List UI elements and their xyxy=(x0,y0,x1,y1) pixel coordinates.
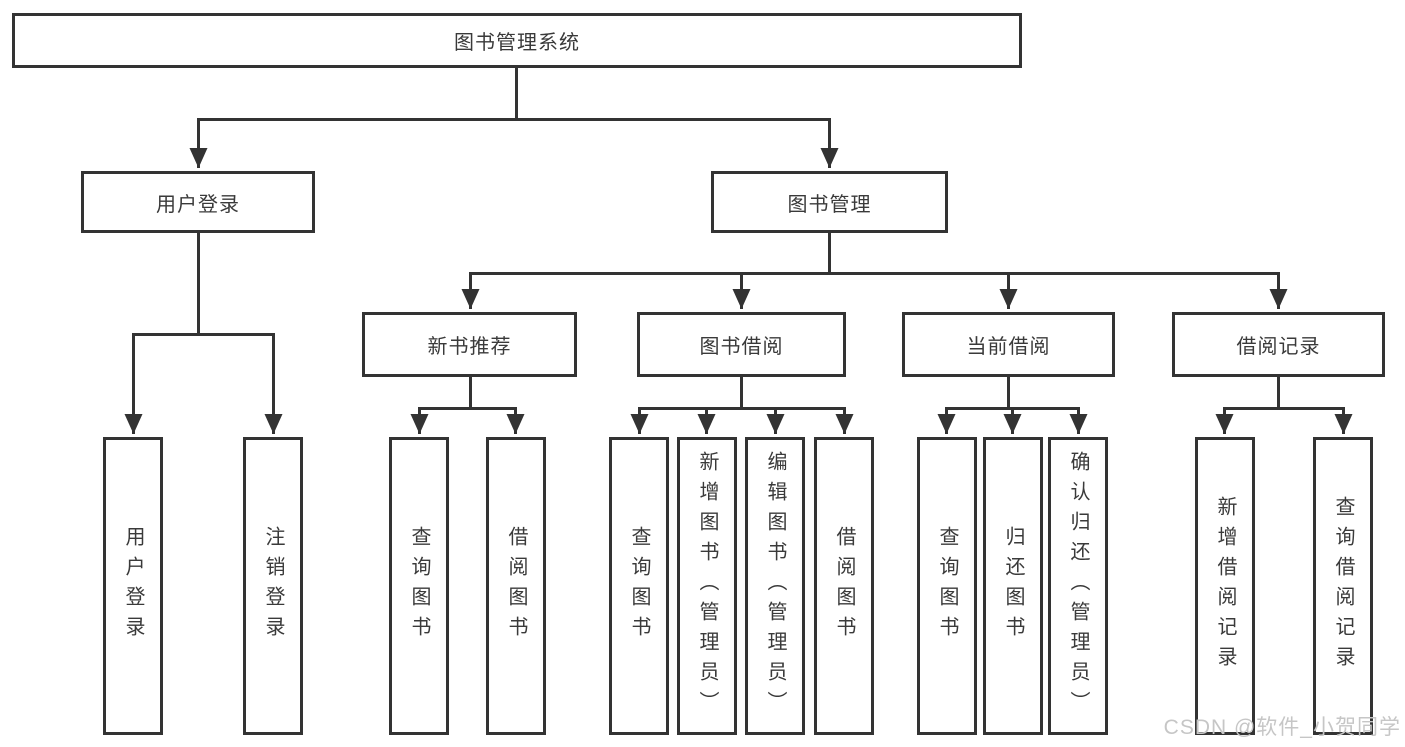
leaf-logout: 注销登录 xyxy=(243,437,303,735)
leaf-return-books: 归还图书 xyxy=(983,437,1043,735)
leaf-label: 查询图书 xyxy=(628,526,650,646)
node-new-book-recommend: 新书推荐 xyxy=(362,312,577,377)
leaf-label: 新增借阅记录 xyxy=(1214,496,1236,676)
node-borrow-records: 借阅记录 xyxy=(1172,312,1385,377)
leaf-label: 编辑图书（管理员） xyxy=(764,451,786,721)
leaf-edit-books-admin: 编辑图书（管理员） xyxy=(745,437,805,735)
node-user-login: 用户登录 xyxy=(81,171,315,233)
leaf-label: 查询借阅记录 xyxy=(1332,496,1354,676)
leaf-add-borrow-record: 新增借阅记录 xyxy=(1195,437,1255,735)
connector-book-management-branch xyxy=(461,233,1288,309)
node-book-management: 图书管理 xyxy=(711,171,948,233)
leaf-label: 用户登录 xyxy=(122,526,144,646)
leaf-label: 归还图书 xyxy=(1002,526,1024,646)
leaf-borrow-books: 借阅图书 xyxy=(814,437,874,735)
leaf-user-login: 用户登录 xyxy=(103,437,163,735)
csdn-watermark: CSDN @软件_小贺同学 xyxy=(1163,716,1401,739)
leaf-label: 新增图书（管理员） xyxy=(696,451,718,721)
connector-current-borrow-branch xyxy=(937,377,1088,434)
connector-book-borrow-branch xyxy=(630,377,854,434)
leaf-label: 查询图书 xyxy=(936,526,958,646)
node-current-borrow: 当前借阅 xyxy=(902,312,1115,377)
connector-borrow-records-branch xyxy=(1215,377,1353,434)
node-book-borrow: 图书借阅 xyxy=(637,312,846,377)
leaf-label: 查询图书 xyxy=(408,526,430,646)
connector-root-to-level2 xyxy=(189,66,839,168)
leaf-add-books-admin: 新增图书（管理员） xyxy=(677,437,737,735)
leaf-query-borrow-record: 查询借阅记录 xyxy=(1313,437,1373,735)
connector-new-book-recommend-branch xyxy=(410,377,525,434)
leaf-confirm-return-admin: 确认归还（管理员） xyxy=(1048,437,1108,735)
leaf-query-books-current: 查询图书 xyxy=(917,437,977,735)
leaf-query-books-recommend: 查询图书 xyxy=(389,437,449,735)
node-root-system: 图书管理系统 xyxy=(12,13,1022,68)
leaf-query-books-borrow: 查询图书 xyxy=(609,437,669,735)
leaf-label: 借阅图书 xyxy=(505,526,527,646)
connector-user-login-branch xyxy=(124,233,283,434)
leaf-label: 注销登录 xyxy=(262,526,284,646)
leaf-label: 借阅图书 xyxy=(833,526,855,646)
leaf-label: 确认归还（管理员） xyxy=(1067,451,1089,721)
leaf-borrow-books-recommend: 借阅图书 xyxy=(486,437,546,735)
